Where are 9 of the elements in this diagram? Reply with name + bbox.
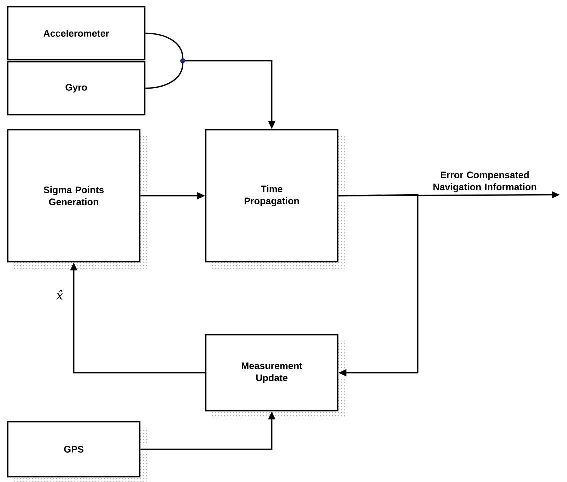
process-box: Time Propagation [205, 129, 339, 263]
process-box: Measurement Update [205, 334, 339, 412]
arrow [338, 194, 419, 377]
process-box: Sigma Points Generation [7, 129, 141, 263]
process-box: Gyro [7, 61, 146, 116]
edge-label: x̂ [56, 289, 64, 301]
process-box: GPS [7, 421, 141, 478]
process-box: Accelerometer [7, 6, 146, 61]
edge-label: Error Compensated Navigation Information [434, 172, 536, 192]
